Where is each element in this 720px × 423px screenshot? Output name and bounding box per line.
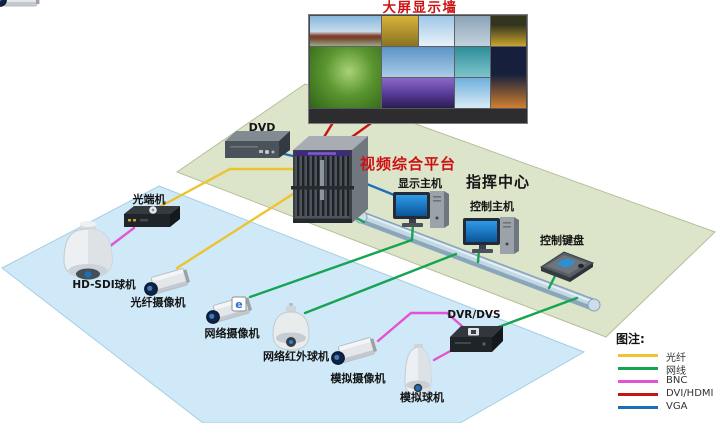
wall-tile (310, 16, 382, 46)
video-wall (309, 15, 527, 123)
display-host-label: 显示主机 (398, 177, 442, 190)
dvr-dvs-device (450, 326, 503, 352)
wall-tile (454, 16, 490, 46)
dvr-dvs-label: DVR/DVS (447, 309, 501, 321)
legend-label-fiber: 光纤 (666, 353, 686, 364)
video-platform-rack-device (291, 136, 368, 223)
control-keyboard-label: 控制键盘 (540, 234, 584, 247)
legend-row-fiber: 光纤 (618, 349, 720, 364)
display-host-device (393, 191, 449, 228)
legend-label-vga: VGA (666, 401, 688, 412)
video-wall-screen (310, 16, 526, 108)
dvd-label: DVD (248, 121, 276, 134)
wall-tile (490, 47, 526, 108)
video-wall-stand (309, 108, 527, 123)
wall-tile (382, 16, 418, 46)
platform-title: 视频综合平台 (359, 155, 456, 173)
legend-swatch-dvi (618, 393, 658, 396)
wall-tile (382, 78, 454, 108)
optical-transceiver-label: 光端机 (132, 193, 166, 206)
wall-tile (490, 16, 526, 46)
legend-swatch-fiber (618, 354, 658, 357)
legend-swatch-lan (618, 367, 658, 370)
wall-tile (454, 47, 490, 77)
fiber-cable-fibercam-to-platform (175, 192, 295, 270)
legend-title: 图注: (616, 332, 645, 346)
command-center-title: 指挥中心 (465, 173, 530, 191)
legend-swatch-vga (618, 406, 658, 409)
legend-row-lan: 网线 (618, 362, 720, 377)
hdsdi-dome-camera-device (63, 221, 113, 280)
network-camera-badge-letter: e (235, 298, 242, 311)
legend-label-dvi: DVI/HDMI (666, 388, 714, 399)
video-wall-title: 大屏显示墙 (382, 0, 458, 16)
wall-tile (382, 47, 454, 77)
fiber-cable-optical-to-platform (150, 167, 295, 213)
control-host-label: 控制主机 (470, 200, 514, 213)
hdsdi-dome-label: HD-SDI球机 (72, 279, 136, 291)
fiber-camera-label: 光纤摄像机 (130, 296, 186, 309)
legend-row-bnc: BNC (618, 375, 720, 387)
analog-camera-label: 模拟摄像机 (330, 372, 386, 385)
legend-label-bnc: BNC (666, 375, 688, 386)
legend-swatch-bnc (618, 380, 658, 383)
wall-tile (454, 78, 490, 108)
lan-cable-displayhost-netcam (248, 222, 415, 299)
network-ir-dome-camera-device (272, 303, 310, 351)
wall-tile (418, 16, 454, 46)
network-camera-badge: e (231, 296, 247, 312)
network-camera-label: 网络摄像机 (204, 327, 260, 340)
legend-row-vga: VGA (618, 401, 720, 413)
control-keyboard-device (539, 251, 595, 282)
network-ir-dome-label: 网络红外球机 (263, 350, 329, 363)
analog-dome-camera-device (404, 344, 432, 396)
lan-cable-trunk-to-irdome (303, 252, 458, 315)
legend-row-dvi: DVI/HDMI (618, 388, 720, 400)
lan-cable-trunk-to-dvr (491, 296, 579, 331)
dvd-player-device (225, 131, 290, 158)
analog-dome-label: 模拟球机 (400, 391, 444, 404)
bnc-cable-analogcam-to-dvr (376, 311, 465, 343)
optical-transceiver-device (124, 206, 180, 227)
legend-label-lan: 网线 (666, 366, 686, 377)
wall-tile (310, 47, 382, 108)
